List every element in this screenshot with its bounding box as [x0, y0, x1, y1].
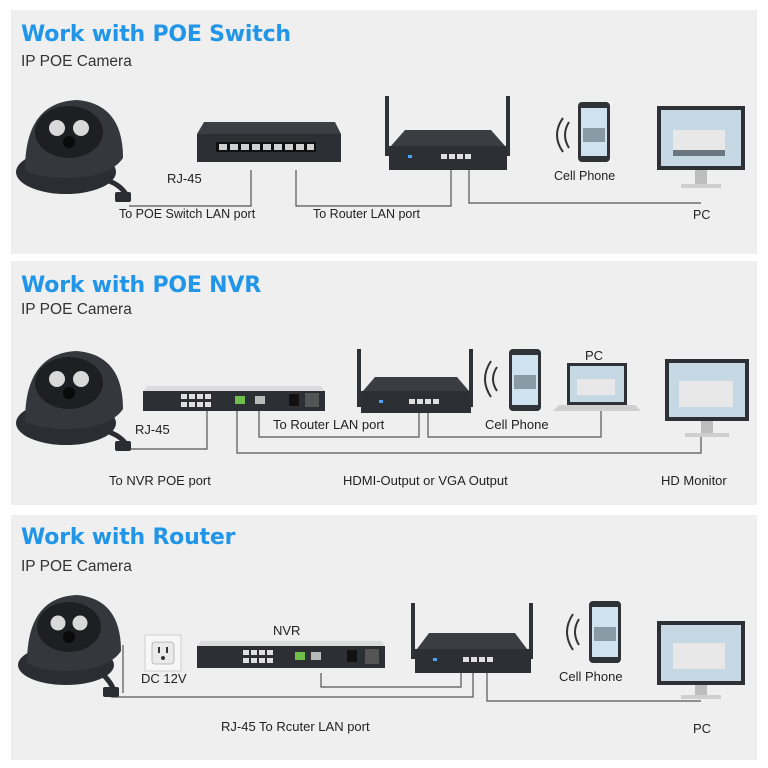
- dc-12v-label: DC 12V: [141, 671, 187, 686]
- laptop-icon: [553, 363, 641, 411]
- hdmi-output-label: HDMI-Output or VGA Output: [343, 473, 508, 488]
- dome-camera-icon: [16, 351, 132, 451]
- nvr-icon: [197, 641, 385, 668]
- rj45-router-label: RJ-45 To Rcuter LAN port: [221, 719, 370, 734]
- router-icon: [411, 603, 533, 673]
- panel-poe-switch: Work with POE Switch IP POE Camera: [11, 10, 757, 254]
- pc-monitor-icon: [657, 621, 745, 699]
- panel-router: Work with Router IP POE Camera DC 12V: [11, 515, 757, 760]
- panel-subtitle: IP POE Camera: [21, 301, 132, 318]
- connection-diagram: RJ-45 To POE Switch LAN port To Router L…: [16, 96, 745, 222]
- cell-phone-icon: [556, 102, 610, 162]
- connection-diagram: DC 12V NVR: [18, 595, 745, 736]
- hd-monitor-label: HD Monitor: [661, 473, 727, 488]
- nvr-label: NVR: [273, 623, 300, 638]
- to-nvr-label: To NVR POE port: [109, 473, 211, 488]
- panel-title: Work with POE NVR: [21, 273, 261, 298]
- router-icon: [357, 349, 473, 413]
- panel-title: Work with POE Switch: [21, 22, 291, 47]
- rj45-label: RJ-45: [135, 422, 170, 437]
- panel-subtitle: IP POE Camera: [21, 558, 132, 575]
- cable-lines: [111, 645, 701, 702]
- cell-phone-icon: [484, 349, 541, 411]
- dome-camera-icon: [18, 595, 121, 697]
- pc-monitor-icon: [657, 106, 745, 188]
- hd-monitor-icon: [665, 359, 749, 437]
- rj45-label: RJ-45: [167, 171, 202, 186]
- cable-lines: [129, 170, 701, 207]
- pc-label: PC: [693, 721, 711, 736]
- to-router-label: To Router LAN port: [313, 207, 421, 221]
- dome-camera-icon: [16, 100, 132, 202]
- panel-poe-nvr: Work with POE NVR IP POE Camera: [11, 261, 757, 505]
- panel-subtitle: IP POE Camera: [21, 53, 132, 70]
- pc-label: PC: [585, 348, 603, 363]
- connection-diagram: RJ-45 To NVR POE port To Router LAN port…: [16, 348, 749, 488]
- to-switch-label: To POE Switch LAN port: [119, 207, 256, 221]
- nvr-icon: [143, 386, 325, 411]
- cell-phone-label: Cell Phone: [554, 169, 615, 183]
- cell-phone-label: Cell Phone: [485, 417, 549, 432]
- cell-phone-icon: [566, 601, 621, 663]
- cable-lines: [129, 409, 702, 454]
- pc-label: PC: [693, 208, 710, 222]
- panel-title: Work with Router: [21, 525, 236, 550]
- poe-switch-icon: [197, 122, 341, 162]
- to-router-label: To Router LAN port: [273, 417, 385, 432]
- cell-phone-label: Cell Phone: [559, 669, 623, 684]
- power-outlet-icon: [144, 634, 182, 672]
- router-icon: [385, 96, 510, 170]
